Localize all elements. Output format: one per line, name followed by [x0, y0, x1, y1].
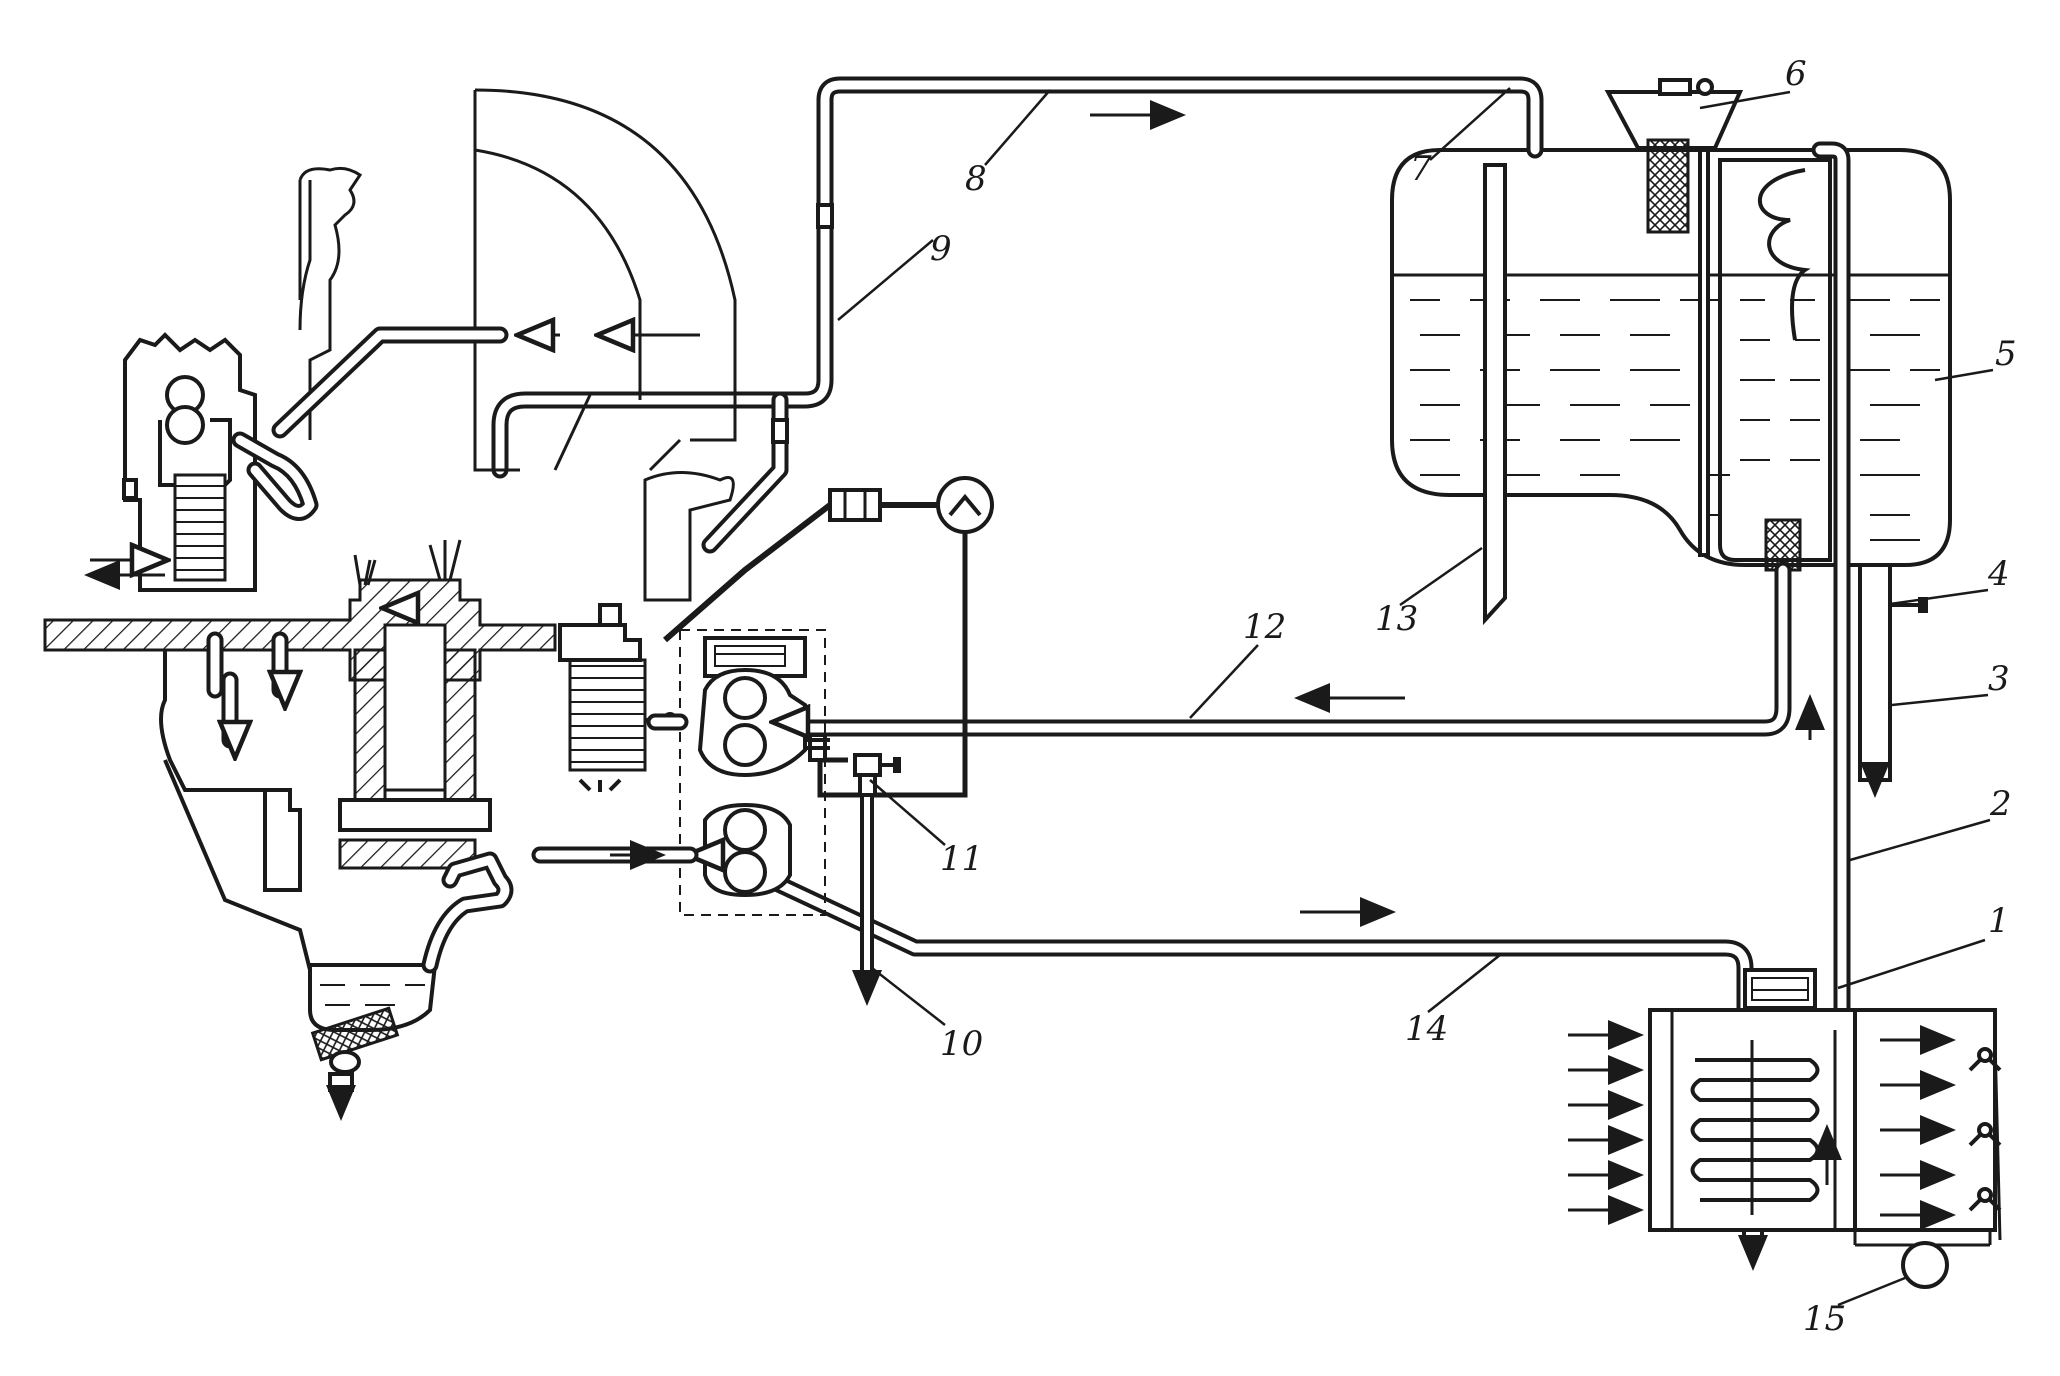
- label-9: 9: [930, 229, 952, 269]
- label-12: 12: [1243, 607, 1286, 647]
- oil-pump-unit: [531, 629, 826, 916]
- deaerator-oil: [1740, 299, 1820, 461]
- tank-drain-tube: [1483, 163, 1507, 626]
- drain-cock: [1858, 563, 1928, 798]
- label-14: 14: [1405, 1009, 1448, 1049]
- label-10: 10: [940, 1024, 983, 1064]
- label-2: 2: [1989, 784, 2012, 824]
- return-pipe-2: [1795, 141, 1851, 1039]
- label-6: 6: [1785, 54, 1807, 94]
- label-13: 13: [1375, 599, 1418, 639]
- vent-pipe-8: [816, 76, 1544, 234]
- shaft-housing: [43, 539, 557, 972]
- pipe-junction: [805, 733, 830, 762]
- cooler-airflow: [1568, 1020, 1956, 1230]
- supply-pipe-12: [781, 561, 1792, 737]
- label-8: 8: [965, 159, 987, 199]
- pressure-gauge: [663, 476, 994, 798]
- scavenge-pipe-14: [761, 871, 1754, 1044]
- oil-sump: [308, 851, 514, 1121]
- gear-unit-upper: [84, 335, 700, 592]
- relief-valve: [852, 753, 901, 1006]
- label-4: 4: [1987, 554, 2010, 594]
- engine-casing: [298, 88, 737, 602]
- cooler-thermostat: [1901, 1241, 1949, 1289]
- callouts: 1 2 3 4 5 6 7 8 9 10 11 12 13 14 15: [837, 54, 2017, 1339]
- label-5: 5: [1995, 334, 2017, 374]
- pressure-filter: [558, 603, 678, 792]
- oil-cooler: [1568, 968, 2002, 1271]
- label-1: 1: [1988, 901, 2010, 941]
- label-7: 7: [1410, 149, 1432, 189]
- label-3: 3: [1988, 659, 2010, 699]
- label-11: 11: [940, 839, 983, 879]
- breather-pipe-9: [491, 203, 834, 554]
